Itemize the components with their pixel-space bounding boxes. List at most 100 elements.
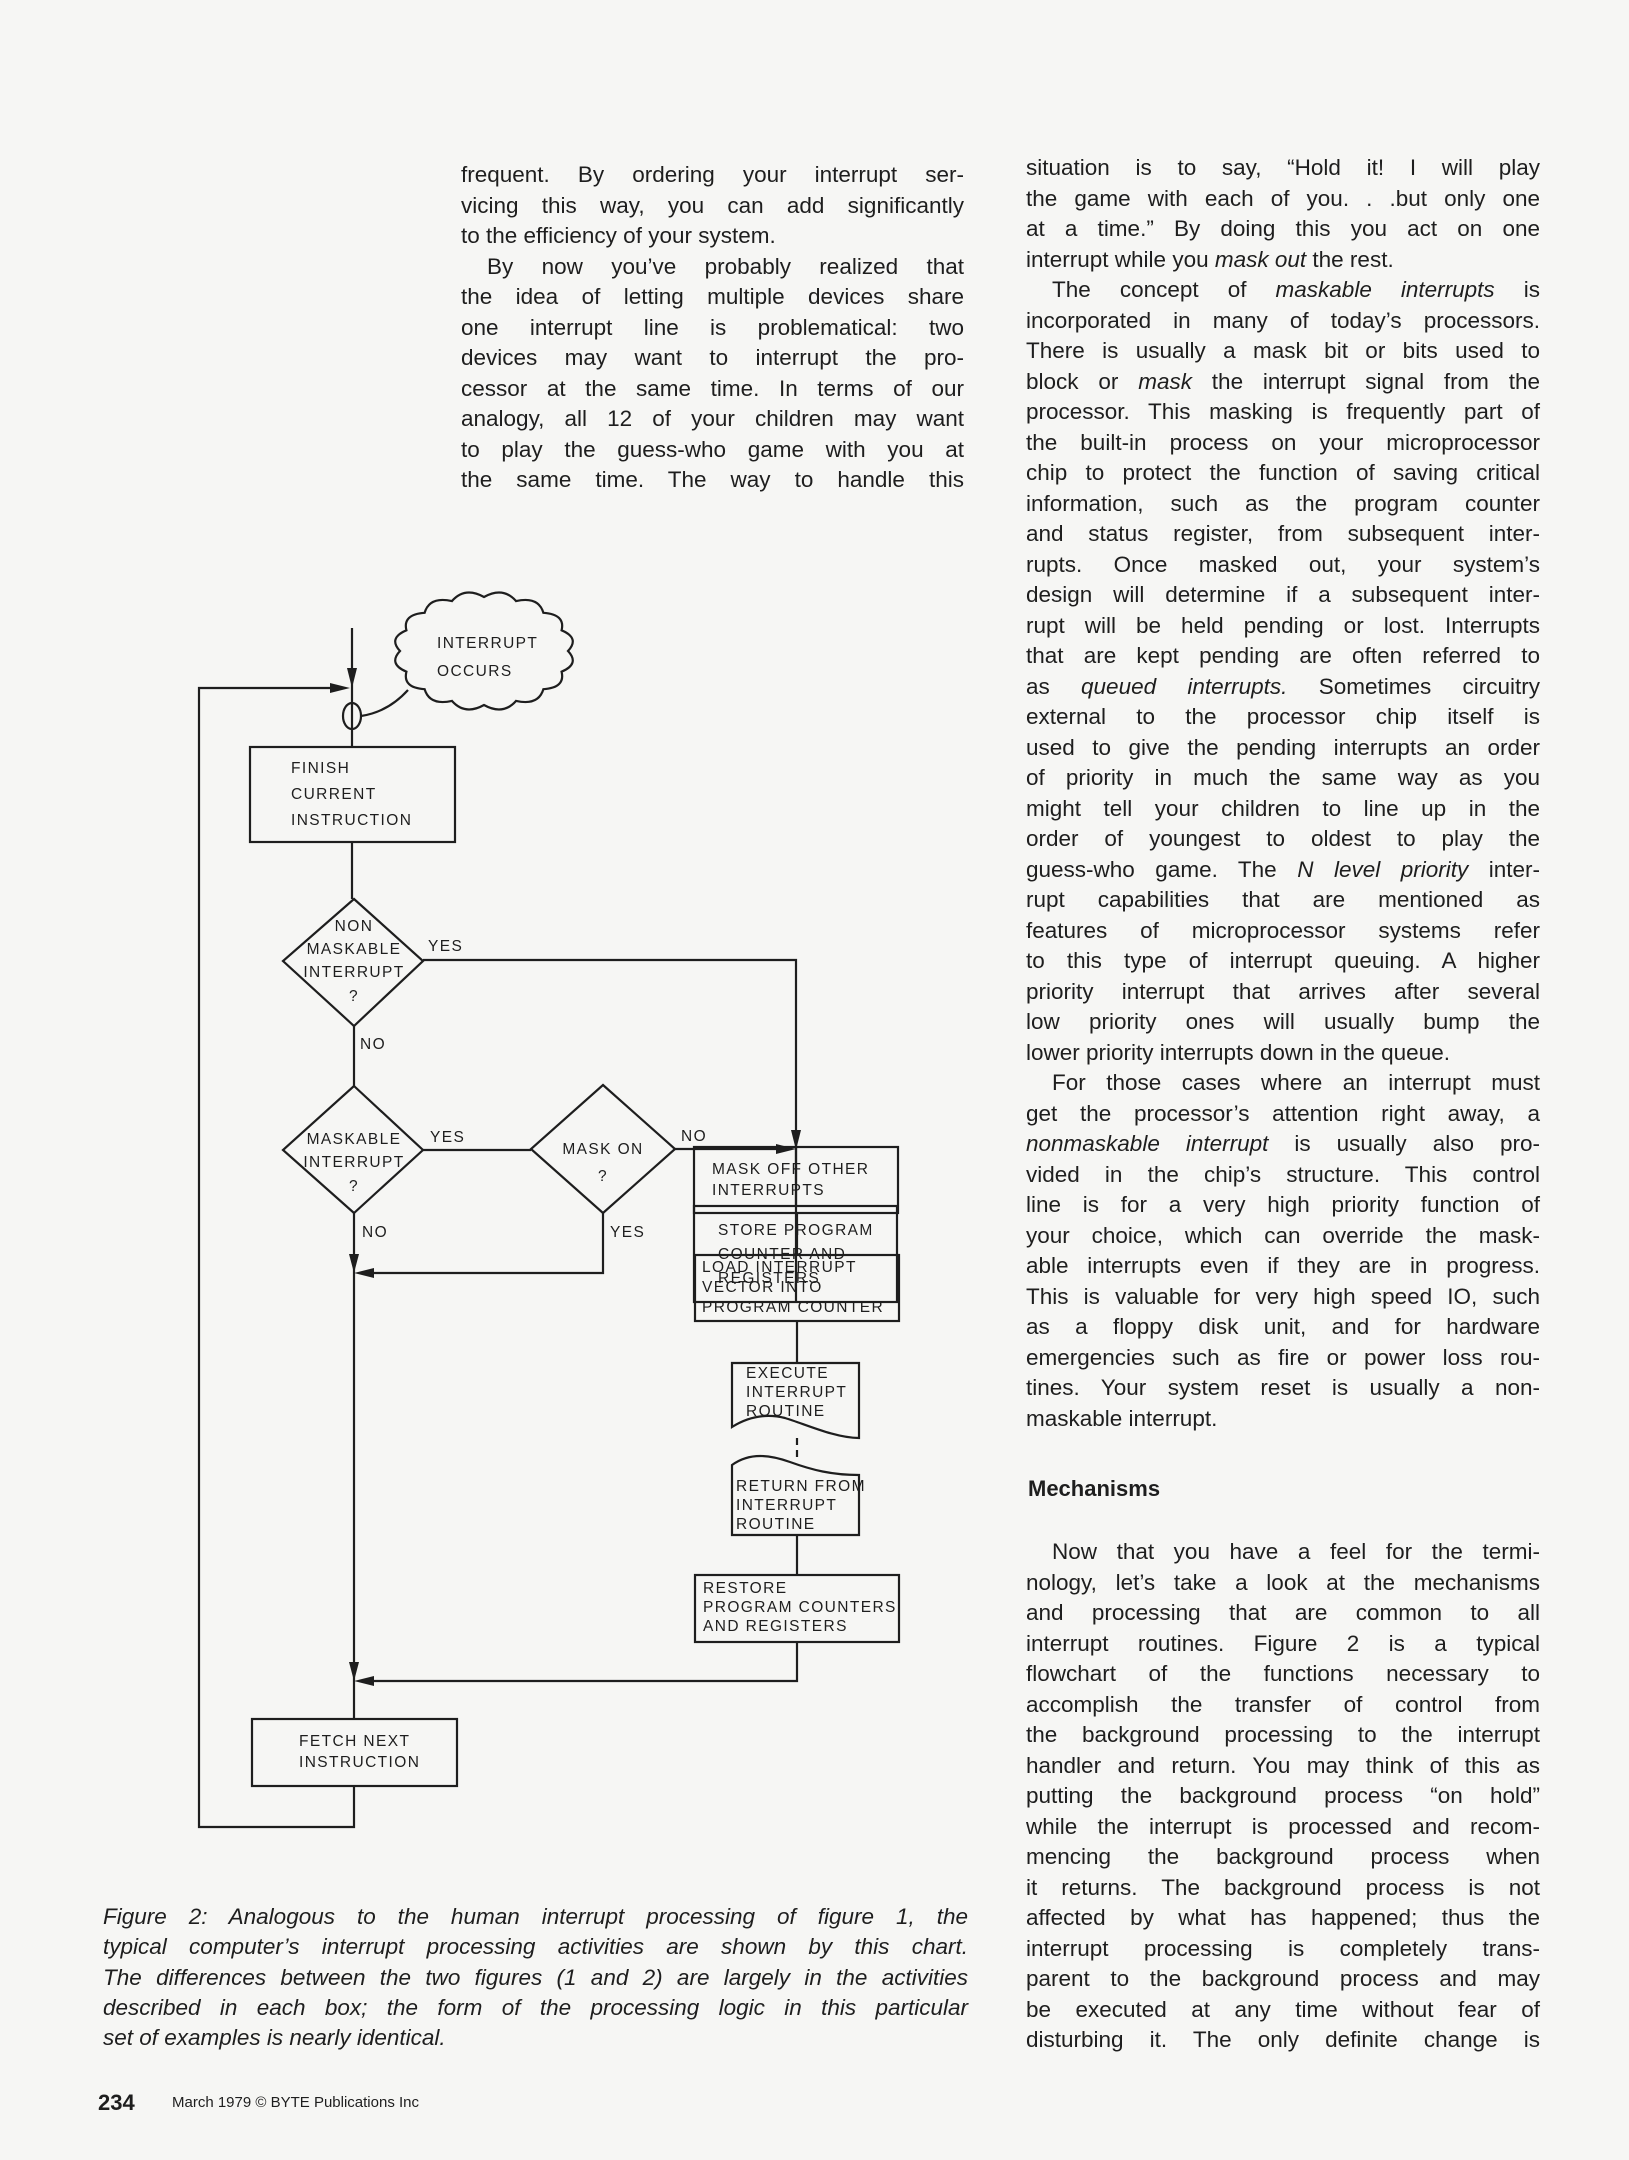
text-line: nology, let’s take a look at the mechani… xyxy=(1026,1568,1540,1599)
text-run: guess-who game. The xyxy=(1026,856,1298,882)
text-line: information, such as the program counter xyxy=(1026,489,1540,520)
finish-label: INSTRUCTION xyxy=(291,812,412,829)
text-run: mencing the background process when xyxy=(1026,1844,1540,1869)
text-run: information, such as the program counter xyxy=(1026,490,1540,516)
text-run: set of examples is nearly identical. xyxy=(103,2025,446,2051)
text-run: handler and return. You may think of thi… xyxy=(1026,1752,1540,1778)
text-run: might tell your children to line up in t… xyxy=(1026,795,1540,821)
text-line: The concept of maskable interrupts is xyxy=(1026,275,1540,306)
text-run: There is usually a mask bit or bits used… xyxy=(1026,338,1540,363)
fetch-label: INSTRUCTION xyxy=(299,1754,420,1771)
return-line xyxy=(362,1642,799,1683)
yes-label: YES xyxy=(610,1224,645,1241)
text-run: to this type of interrupt queuing. A hig… xyxy=(1026,948,1540,973)
text-run: and status register, from subsequent int… xyxy=(1026,521,1540,546)
text-line: the built-in process on your microproces… xyxy=(1026,428,1540,459)
text-line: analogy, all 12 of your children may wan… xyxy=(461,404,964,435)
text-run: to play the guess-who game with you at xyxy=(461,436,964,462)
text-line: one interrupt line is problematical: two xyxy=(461,313,964,344)
text-line: disturbing it. The only definite change … xyxy=(1026,2025,1540,2056)
text-line: flowchart of the functions necessary to xyxy=(1026,1659,1540,1690)
emphasis-text: queued interrupts. xyxy=(1081,673,1288,699)
maskable-label: MASKABLE xyxy=(307,1131,402,1148)
text-run: the rest. xyxy=(1306,246,1394,272)
nmi-label: MASKABLE xyxy=(307,941,402,958)
text-line: guess-who game. The N level priority int… xyxy=(1026,855,1540,886)
text-run: frequent. By ordering your interrupt ser… xyxy=(461,162,964,187)
text-run: to the efficiency of your system. xyxy=(461,223,776,248)
text-run: as a floppy disk unit, and for hardware xyxy=(1026,1314,1540,1339)
text-run: your choice, which can override the mask… xyxy=(1026,1222,1540,1248)
text-run: The concept of xyxy=(1052,277,1276,302)
text-line: as a floppy disk unit, and for hardware xyxy=(1026,1312,1540,1343)
text-run: This is valuable for very high speed IO,… xyxy=(1026,1283,1540,1309)
yes-label: YES xyxy=(430,1129,465,1146)
text-line: used to give the pending interrupts an o… xyxy=(1026,733,1540,764)
nmi-diamond xyxy=(281,897,425,1028)
text-run: vided in the chip’s structure. This cont… xyxy=(1026,1161,1540,1187)
arrow-down xyxy=(349,1254,359,1273)
text-line: to the efficiency of your system. xyxy=(461,221,964,252)
return-label: ROUTINE xyxy=(736,1516,816,1533)
text-line: and processing that are common to all xyxy=(1026,1598,1540,1629)
text-line: typical computer’s interrupt processing … xyxy=(103,1932,968,1962)
text-run: By now you’ve probably realized that xyxy=(487,253,964,279)
text-line: at a time.” By doing this you act on one xyxy=(1026,214,1540,245)
text-run: putting the background process “on hold” xyxy=(1026,1783,1540,1808)
text-run: For those cases where an interrupt must xyxy=(1052,1070,1540,1095)
left-text-column: frequent. By ordering your interrupt ser… xyxy=(461,160,964,496)
store-label: COUNTER AND xyxy=(718,1246,846,1263)
text-line: affected by what has happened; thus the xyxy=(1026,1903,1540,1934)
text-line: the game with each of you. . .but only o… xyxy=(1026,184,1540,215)
text-line: to this type of interrupt queuing. A hig… xyxy=(1026,946,1540,977)
text-run: the idea of letting multiple devices sha… xyxy=(461,284,964,309)
section-heading: Mechanisms xyxy=(1028,1476,1161,1501)
text-run: order of youngest to oldest to play the xyxy=(1026,826,1540,851)
text-line: There is usually a mask bit or bits used… xyxy=(1026,336,1540,367)
text-run: emergencies such as fire or power loss r… xyxy=(1026,1344,1540,1370)
text-line: set of examples is nearly identical. xyxy=(103,2023,968,2053)
text-line: vided in the chip’s structure. This cont… xyxy=(1026,1160,1540,1191)
text-line: maskable interrupt. xyxy=(1026,1404,1540,1435)
mask-on-yes-line xyxy=(362,1213,605,1275)
execute-label: EXECUTE xyxy=(746,1365,829,1382)
cloud-label: OCCURS xyxy=(437,663,513,680)
text-line: chip to protect the function of saving c… xyxy=(1026,458,1540,489)
mask-off-box xyxy=(692,1145,900,1215)
nmi-label: NON xyxy=(335,918,374,935)
text-line: design will determine if a subsequent in… xyxy=(1026,580,1540,611)
text-run: one interrupt line is problematical: two xyxy=(461,314,964,340)
text-line: order of youngest to oldest to play the xyxy=(1026,824,1540,855)
arrow-right xyxy=(776,1144,796,1154)
text-run: tines. Your system reset is usually a no… xyxy=(1026,1375,1540,1400)
restore-label: RESTORE xyxy=(703,1580,787,1597)
execute-document-shape xyxy=(730,1361,861,1440)
yes-label: YES xyxy=(428,938,463,955)
arrow-left xyxy=(354,1268,374,1278)
text-run: disturbing it. The only definite change … xyxy=(1026,2027,1540,2052)
maskable-diamond xyxy=(281,1084,425,1215)
text-run: it returns. The background process is no… xyxy=(1026,1874,1540,1900)
maskable-label: ? xyxy=(349,1178,359,1195)
return-label: INTERRUPT xyxy=(736,1497,837,1514)
return-document-shape xyxy=(730,1454,861,1537)
cloud-shape xyxy=(394,591,574,711)
text-line: of priority in much the same way as you xyxy=(1026,763,1540,794)
text-line: The differences between the two figures … xyxy=(103,1963,968,1993)
right-text-column: situation is to say, “Hold it! I will pl… xyxy=(1026,153,1540,1434)
text-run: line is for a very high priority functio… xyxy=(1026,1192,1540,1217)
mask-off-label: INTERRUPTS xyxy=(712,1182,825,1199)
loop-back-line xyxy=(197,686,356,1829)
nmi-label: ? xyxy=(349,988,359,1005)
arrow-right xyxy=(330,683,350,693)
text-line: and status register, from subsequent int… xyxy=(1026,519,1540,550)
text-run: used to give the pending interrupts an o… xyxy=(1026,734,1540,760)
mask-off-label: MASK OFF OTHER xyxy=(712,1161,869,1178)
restore-label: AND REGISTERS xyxy=(703,1618,848,1635)
store-label: STORE PROGRAM xyxy=(718,1222,874,1239)
load-label: VECTOR INTO xyxy=(702,1279,823,1296)
text-line: rupts. Once masked out, your system’s xyxy=(1026,550,1540,581)
emphasis-text: N level priority xyxy=(1297,856,1469,882)
finish-box xyxy=(248,745,457,844)
text-line: vicing this way, you can add significant… xyxy=(461,191,964,222)
